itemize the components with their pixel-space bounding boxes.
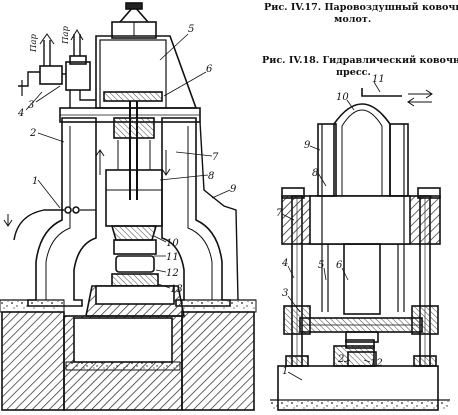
hammer-label-3: 3 xyxy=(28,100,34,111)
hammer-label-2: 2 xyxy=(29,128,36,139)
caption-fig-17: Рис. IV.17. Паровоздушный ковочный молот… xyxy=(264,2,458,25)
hammer-casing xyxy=(199,121,239,301)
caption-fig-18: Рис. IV.18. Гидравлический ковочный прес… xyxy=(262,55,458,78)
hammer-label-8: 8 xyxy=(208,171,214,182)
hammer-inlet-label: Пар xyxy=(29,34,39,53)
caption-fig17-line2: молот. xyxy=(334,14,371,25)
press-label-5: 5 xyxy=(318,260,324,271)
press-number-labels: 1 2 3 4 5 6 7 8 9 10 11 12 xyxy=(276,74,385,377)
press-label-8: 8 xyxy=(312,168,318,179)
hammer-label-13: 13 xyxy=(170,284,183,295)
press-label-7: 7 xyxy=(276,208,283,219)
press-label-12: 12 xyxy=(370,358,383,369)
hammer-label-6: 6 xyxy=(206,64,213,75)
press-label-6: 6 xyxy=(336,260,343,271)
press-label-2: 2 xyxy=(337,354,344,365)
hammer-number-labels: 1 2 3 4 5 6 7 8 9 10 11 12 13 xyxy=(17,24,237,295)
press-label-11: 11 xyxy=(372,74,385,85)
hammer-label-12: 12 xyxy=(166,268,179,279)
hammer-label-4: 4 xyxy=(17,108,24,119)
press-label-10: 10 xyxy=(336,92,349,103)
press-dies xyxy=(345,331,379,367)
press-label-9: 9 xyxy=(304,140,311,151)
press-supply-pipe xyxy=(361,88,433,107)
press-drawing xyxy=(270,88,450,411)
press-return-cylinders xyxy=(317,123,409,312)
press-leaders xyxy=(281,81,381,381)
hammer-label-11: 11 xyxy=(166,252,179,263)
hammer-label-7: 7 xyxy=(212,152,219,163)
hammer-leaders xyxy=(25,33,231,289)
caption-fig18-line2: пресс. xyxy=(336,67,371,78)
press-label-3: 3 xyxy=(282,288,288,299)
hammer-outlet-label: Пар xyxy=(61,26,71,45)
caption-fig18-line1: Рис. IV.18. Гидравлический ковочный xyxy=(262,55,458,66)
hammer-valve-gear xyxy=(3,29,96,241)
hammer-label-10: 10 xyxy=(166,238,179,249)
hammer-ram xyxy=(95,101,171,227)
hammer-dies xyxy=(85,225,185,317)
hammer-label-5: 5 xyxy=(188,24,194,35)
caption-fig17-line1: Рис. IV.17. Паровоздушный ковочный xyxy=(264,2,458,13)
hammer-label-9: 9 xyxy=(230,184,237,195)
press-label-4: 4 xyxy=(281,258,288,269)
press-crosshead xyxy=(281,103,441,245)
hammer-drawing xyxy=(0,2,257,411)
hammer-cylinder xyxy=(95,2,198,109)
press-label-1: 1 xyxy=(282,366,288,377)
hammer-label-1: 1 xyxy=(32,176,38,187)
